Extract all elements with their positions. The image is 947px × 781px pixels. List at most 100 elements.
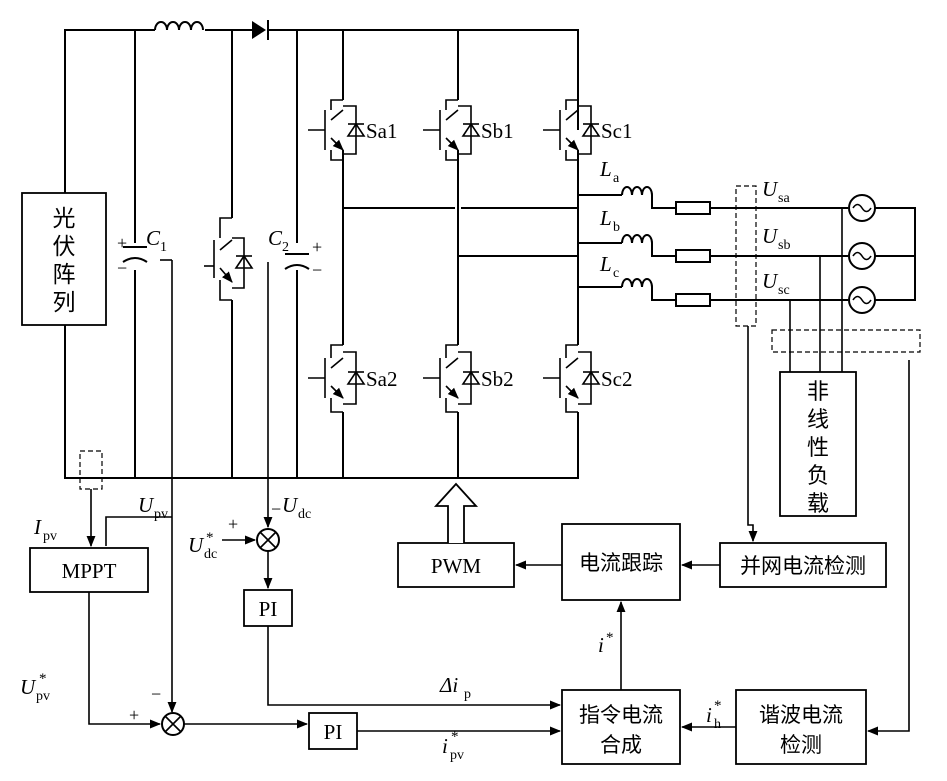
svg-text:sa: sa <box>778 191 790 206</box>
switch-sb2: Sb2 <box>423 344 514 413</box>
svg-text:*: * <box>606 630 614 646</box>
switch-sc2: Sc2 <box>543 344 633 413</box>
svg-text:−: − <box>117 258 127 278</box>
svg-text:U: U <box>20 675 37 699</box>
svg-text:U: U <box>762 177 779 201</box>
capacitor-c2: + − C 2 <box>268 226 322 280</box>
signal-labels: I pv U pv − U dc + U dc * U pv * + − Δi … <box>20 493 722 763</box>
svg-text:dc: dc <box>298 507 311 522</box>
svg-text:检测: 检测 <box>780 733 822 757</box>
svg-text:U: U <box>188 533 205 557</box>
svg-text:Sb1: Sb1 <box>481 119 514 143</box>
svg-text:U: U <box>762 224 779 248</box>
svg-text:C: C <box>146 226 161 250</box>
svg-text:MPPT: MPPT <box>62 559 117 583</box>
load-current-sensor-box <box>771 329 921 353</box>
svg-text:性: 性 <box>807 436 829 461</box>
switch-sc1: Sc1 <box>543 99 633 161</box>
grid-labels: U sa U sb U sc <box>762 177 790 298</box>
svg-text:pv: pv <box>450 748 464 763</box>
svg-text:Δi: Δi <box>439 673 458 697</box>
svg-text:pv: pv <box>43 529 57 544</box>
svg-text:载: 载 <box>807 492 829 517</box>
svg-text:谐波电流: 谐波电流 <box>759 703 843 727</box>
control-wires <box>86 259 910 736</box>
pi-bottom-block: PI <box>308 712 358 750</box>
pi-top-block: PI <box>243 589 293 627</box>
boost-inductor <box>154 21 204 31</box>
phase-b-line: L b <box>458 206 848 263</box>
svg-text:a: a <box>613 171 620 186</box>
svg-text:光: 光 <box>53 206 76 232</box>
boost-igbt <box>204 217 254 301</box>
mppt-block: MPPT <box>29 547 149 593</box>
svg-text:+: + <box>129 705 139 725</box>
harmonic-detect-block: 谐波电流 检测 <box>735 689 867 765</box>
svg-text:C: C <box>268 226 283 250</box>
grid-sources <box>848 194 916 314</box>
pwm-block: PWM <box>397 542 515 588</box>
boost-diode <box>252 20 269 40</box>
pv-array: 光 伏 阵 列 <box>21 192 107 326</box>
svg-text:PI: PI <box>324 720 343 744</box>
svg-text:合成: 合成 <box>600 733 642 757</box>
svg-text:*: * <box>451 729 459 745</box>
svg-text:非: 非 <box>807 380 829 405</box>
summing-junction-udc <box>256 528 280 552</box>
svg-text:U: U <box>762 269 779 293</box>
capacitor-c1: + − C 1 <box>117 226 167 278</box>
svg-text:Sb2: Sb2 <box>481 367 514 391</box>
svg-text:Sc1: Sc1 <box>601 119 633 143</box>
svg-text:sb: sb <box>778 238 790 253</box>
svg-text:c: c <box>613 266 619 281</box>
switch-sa2: Sa2 <box>308 344 398 413</box>
svg-text:阵: 阵 <box>53 262 76 288</box>
svg-text:*: * <box>714 698 722 714</box>
command-current-block: 指令电流 合成 <box>561 689 681 765</box>
svg-text:负: 负 <box>807 464 829 489</box>
svg-text:h: h <box>714 717 721 732</box>
current-sensor-box <box>735 185 757 327</box>
current-tracking-block: 电流跟踪 <box>561 523 681 601</box>
svg-text:伏: 伏 <box>53 234 76 260</box>
svg-text:PWM: PWM <box>431 554 482 578</box>
svg-text:+: + <box>117 233 127 253</box>
nonlinear-load: 非 线 性 负 载 <box>779 371 857 517</box>
svg-text:pv: pv <box>154 507 168 522</box>
svg-text:b: b <box>613 220 620 235</box>
svg-text:U: U <box>282 493 299 517</box>
svg-text:U: U <box>138 493 155 517</box>
svg-text:Sa2: Sa2 <box>366 367 398 391</box>
pv-current-sensor-box <box>79 450 103 490</box>
svg-text:i: i <box>598 633 604 657</box>
svg-text:I: I <box>33 515 42 539</box>
switch-sb1: Sb1 <box>423 99 514 161</box>
svg-text:电流跟踪: 电流跟踪 <box>579 551 663 575</box>
grid-current-detect-block: 并网电流检测 <box>719 542 887 588</box>
phase-a-line: L a <box>343 157 848 215</box>
svg-text:dc: dc <box>204 547 217 562</box>
svg-text:L: L <box>599 157 612 181</box>
svg-text:并网电流检测: 并网电流检测 <box>740 554 866 578</box>
svg-text:p: p <box>464 687 471 702</box>
switch-sa1: Sa1 <box>308 99 398 161</box>
svg-text:Sa1: Sa1 <box>366 119 398 143</box>
svg-text:2: 2 <box>282 240 289 255</box>
svg-text:−: − <box>312 260 322 280</box>
svg-text:1: 1 <box>160 240 167 255</box>
svg-text:−: − <box>151 684 161 704</box>
svg-text:−: − <box>271 499 281 519</box>
load-taps <box>789 208 843 372</box>
svg-text:i: i <box>442 734 448 758</box>
svg-text:*: * <box>39 671 47 687</box>
svg-text:pv: pv <box>36 689 50 704</box>
svg-text:PI: PI <box>259 597 278 621</box>
svg-text:L: L <box>599 252 612 276</box>
pwm-gate-arrow <box>433 482 479 543</box>
summing-junction-upv <box>161 712 185 736</box>
svg-text:指令电流: 指令电流 <box>579 703 663 727</box>
svg-text:+: + <box>312 237 322 257</box>
svg-text:*: * <box>206 530 214 546</box>
svg-text:线: 线 <box>807 408 829 433</box>
